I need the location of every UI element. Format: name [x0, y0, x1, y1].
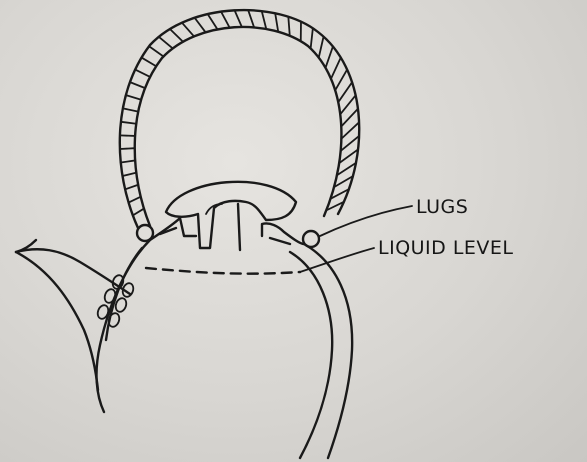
handle-hatch-stroke	[121, 160, 135, 162]
handle-hatch-stroke	[341, 136, 359, 151]
handle-hatch-stroke	[159, 37, 173, 49]
handle-hatch-stroke	[170, 29, 183, 42]
handle-hatch-stroke	[262, 11, 267, 29]
spout	[16, 240, 130, 390]
handle-hatch-stroke	[133, 209, 144, 216]
handle-hatch-stroke	[142, 58, 157, 67]
leader-line-liquid-level	[300, 248, 374, 272]
handle-hatch-stroke	[319, 37, 324, 58]
handle-hatch-stroke	[288, 17, 289, 36]
handle-hatch-stroke	[123, 173, 137, 176]
handle-hatch-stroke	[123, 108, 138, 111]
label-lugs: LUGS	[416, 196, 468, 218]
handle-hatch-stroke	[129, 197, 141, 203]
handle-hatch-stroke	[120, 148, 135, 149]
handle-hatch-stroke	[208, 14, 218, 29]
handle	[120, 10, 359, 228]
handle-hatch-stroke	[149, 46, 163, 56]
handle-hatch-stroke	[235, 10, 242, 27]
label-liquid-level: LIQUID LEVEL	[378, 237, 514, 259]
leader-line-lugs	[320, 206, 412, 236]
handle-hatch-stroke	[338, 82, 352, 102]
handle-hatch-stroke	[326, 46, 333, 67]
handle-hatch-stroke	[311, 28, 313, 48]
handle-hatch-stroke	[248, 10, 254, 27]
handle-hatch-stroke	[195, 18, 206, 33]
handle-hatch-stroke	[221, 12, 230, 28]
handle-hatch-stroke	[341, 109, 358, 127]
handle-hatch-stroke	[135, 70, 150, 77]
handle-hatch-stroke	[130, 82, 145, 88]
handle-hatch-stroke	[126, 95, 141, 100]
teapot-rim	[150, 218, 304, 244]
handle-hatch-stroke	[340, 95, 355, 114]
handle-hatch-stroke	[121, 122, 136, 124]
liquid-level-line	[146, 268, 300, 274]
handle-hatch-stroke	[275, 13, 278, 32]
handle-hatch-stroke	[335, 70, 347, 91]
handle-hatch-stroke	[182, 23, 194, 37]
handle-hatch-stroke	[120, 135, 135, 136]
handle-hatch-stroke	[331, 58, 341, 79]
handle-hatch-stroke	[125, 185, 138, 190]
